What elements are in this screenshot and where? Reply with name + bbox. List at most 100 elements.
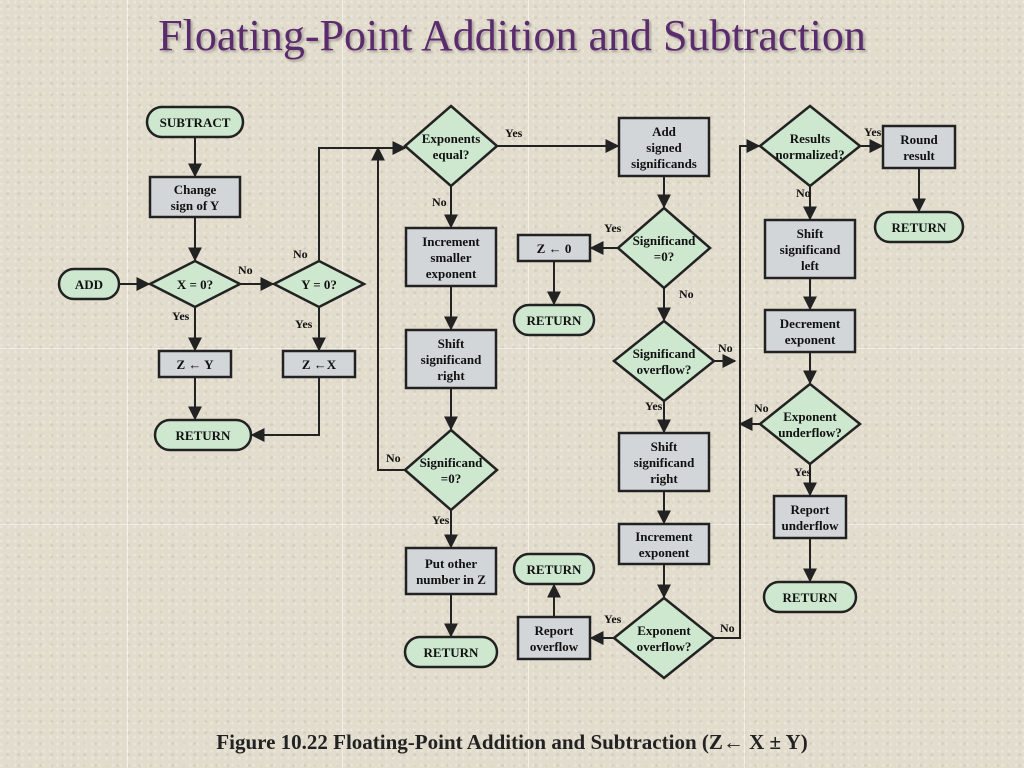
node-label: right	[437, 368, 465, 383]
edge-label-no: No	[679, 287, 694, 301]
node-label: RETURN	[783, 590, 839, 605]
node-label: Exponent	[637, 623, 691, 638]
node-label: Decrement	[780, 316, 841, 331]
edge-label-no: No	[238, 263, 253, 277]
node-label: overflow?	[637, 639, 692, 654]
edge-label-no: No	[386, 451, 401, 465]
node-label: sign of Y	[171, 198, 220, 213]
node-label: Z ←X	[302, 357, 337, 372]
grid-line	[0, 348, 1024, 349]
flow-arrow	[318, 141, 407, 261]
grid-line	[127, 0, 128, 768]
node-label: =0?	[654, 249, 674, 264]
node-label: significand	[421, 352, 482, 367]
node-label: exponent	[426, 266, 477, 281]
return-2-node: RETURN	[403, 635, 499, 669]
edge-label-no: No	[293, 247, 308, 261]
node-label: Report	[535, 623, 575, 638]
grid-line	[528, 0, 529, 768]
edge-label-yes: Yes	[604, 612, 622, 626]
edge-label-yes: Yes	[864, 125, 882, 139]
node-label: Exponents	[422, 131, 481, 146]
z-from-0-node: Z ← 0	[516, 233, 592, 263]
edge-label-yes: Yes	[505, 126, 523, 140]
node-label: Round	[900, 132, 938, 147]
node-label: result	[903, 148, 935, 163]
node-label: Z ← 0	[537, 241, 572, 256]
node-label: Report	[791, 502, 831, 517]
node-label: Significand	[633, 233, 697, 248]
node-label: significands	[631, 156, 697, 171]
return-4-node: RETURN	[512, 552, 596, 586]
grid-line	[342, 0, 343, 768]
x-eq-0-node: X = 0?	[147, 259, 243, 309]
edge-label-yes: Yes	[295, 317, 313, 331]
node-label: Add	[652, 124, 677, 139]
node-label: Shift	[797, 226, 824, 241]
node-label: Increment	[635, 529, 693, 544]
node-label: Shift	[651, 439, 678, 454]
node-label: Increment	[422, 234, 480, 249]
node-label: left	[801, 258, 820, 273]
node-label: equal?	[433, 147, 470, 162]
edge-label-no: No	[754, 401, 769, 415]
slide-title: Floating-Point Addition and Subtraction	[158, 11, 866, 60]
add-node: ADD	[57, 267, 121, 301]
flow-arrow	[714, 139, 761, 639]
return-1-node: RETURN	[153, 418, 253, 452]
node-label: X = 0?	[177, 277, 213, 292]
grid-line	[0, 524, 1024, 525]
y-eq-0-node: Y = 0?	[271, 259, 367, 309]
subtract-node: SUBTRACT	[145, 105, 245, 139]
edge-label-yes: Yes	[432, 513, 450, 527]
edge-label-yes: Yes	[172, 309, 190, 323]
z-from-y-node: Z ← Y	[157, 349, 233, 379]
node-label: Shift	[438, 336, 465, 351]
edge-label-no: No	[432, 195, 447, 209]
node-label: RETURN	[424, 645, 480, 660]
flow-arrow	[250, 377, 320, 442]
node-label: exponent	[785, 332, 836, 347]
node-label: Significand	[633, 346, 697, 361]
node-label: Z ← Y	[176, 357, 214, 372]
node-label: signed	[646, 140, 682, 155]
node-label: RETURN	[176, 428, 232, 443]
node-label: RETURN	[892, 220, 948, 235]
node-label: right	[650, 471, 678, 486]
node-label: Y = 0?	[301, 277, 337, 292]
node-label: exponent	[639, 545, 690, 560]
figure-caption: Figure 10.22 Floating-Point Addition and…	[216, 730, 808, 754]
node-label: Significand	[420, 455, 484, 470]
node-label: Put other	[425, 556, 478, 571]
node-label: underflow	[781, 518, 839, 533]
z-from-x-node: Z ←X	[281, 349, 357, 379]
edge-label-yes: Yes	[794, 465, 812, 479]
node-label: normalized?	[775, 147, 844, 162]
significand-zero-1-node: Significand=0?	[403, 428, 499, 512]
node-label: significand	[634, 455, 695, 470]
flow-arrow	[371, 146, 405, 471]
node-label: Change	[174, 182, 217, 197]
edge-label-no: No	[718, 341, 733, 355]
return-5-node: RETURN	[873, 210, 965, 244]
return-3-node: RETURN	[512, 303, 596, 337]
grid-line	[744, 0, 745, 768]
node-label: smaller	[430, 250, 471, 265]
node-label: number in Z	[416, 572, 486, 587]
